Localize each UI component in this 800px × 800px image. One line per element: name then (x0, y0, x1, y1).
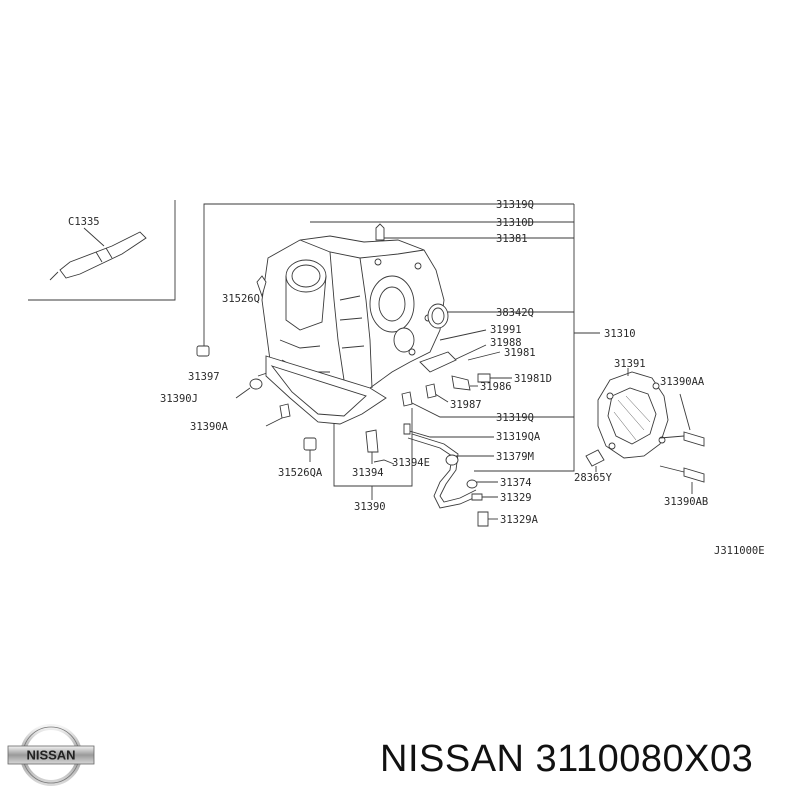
leader-31319q-top (203, 203, 574, 347)
sealant-inset: C1335 (28, 200, 176, 301)
part-number-caption: NISSAN 3110080X03 (380, 738, 754, 780)
label-31310d: 31310D (496, 217, 534, 229)
label-31988: 31988 (490, 337, 522, 349)
bolt-31394 (365, 429, 379, 453)
bolt-31319q-mid (401, 391, 413, 407)
label-31319qa: 31319QA (496, 431, 541, 443)
label-31390: 31390 (354, 501, 386, 513)
label-31986: 31986 (480, 381, 512, 393)
label-31987: 31987 (450, 399, 482, 411)
label-31526qa: 31526QA (278, 467, 323, 479)
rear-housing-31391 (597, 371, 669, 459)
union-31374 (466, 479, 478, 489)
label-31319q-mid: 31319Q (496, 412, 534, 424)
drawing-code: J311000E (714, 545, 765, 557)
label-31981d: 31981D (514, 373, 552, 385)
oil-pan (265, 355, 387, 425)
label-38342q: 38342Q (496, 307, 534, 319)
part-31394e (373, 459, 395, 465)
label-31391: 31391 (614, 358, 646, 370)
plug-31526qa (303, 437, 317, 451)
sensor-31986 (451, 375, 471, 391)
pin-28365y (585, 449, 605, 467)
bolt-31319q-top (196, 345, 210, 357)
nissan-logo: NISSAN (6, 724, 96, 786)
oring-38342q (427, 303, 449, 329)
leader-31319qa (405, 429, 494, 438)
label-31394: 31394 (352, 467, 384, 479)
leader-31390aa (679, 393, 691, 431)
bracket-31390 (333, 408, 413, 487)
label-c1335: C1335 (68, 216, 100, 228)
inset-frame (28, 200, 176, 301)
label-31397: 31397 (188, 371, 220, 383)
leader-31991 (439, 329, 487, 341)
leader-c1335 (83, 227, 105, 247)
logo-text: NISSAN (26, 748, 75, 763)
plug-31526q (256, 275, 267, 298)
label-31381: 31381 (496, 233, 528, 245)
bolt-31390ab (683, 467, 705, 483)
label-31329: 31329 (500, 492, 532, 504)
label-31394e: 31394E (392, 457, 430, 469)
bolt-31981d (477, 373, 491, 383)
label-31390ab: 31390AB (664, 496, 708, 508)
sealant-tube-icon (49, 231, 147, 281)
nissan-logo-icon: NISSAN (7, 724, 95, 786)
bolt-31381 (375, 223, 385, 241)
leader-31988 (453, 344, 487, 361)
oil-cooler-pipe-31379m (407, 433, 479, 509)
leader-31390j (235, 387, 251, 399)
label-31374: 31374 (500, 477, 532, 489)
transmission-case-31310 (261, 235, 445, 405)
main-bracket (474, 204, 575, 472)
bolt-31390aa (683, 431, 705, 447)
label-31319q-top: 31319Q (496, 199, 534, 211)
label-31379m: 31379M (496, 451, 534, 463)
label-31390a: 31390A (190, 421, 229, 433)
label-31991: 31991 (490, 324, 522, 336)
label-31526q: 31526Q (222, 293, 260, 305)
label-31310: 31310 (604, 328, 636, 340)
label-28365y: 28365Y (574, 472, 613, 484)
label-31981: 31981 (504, 347, 536, 359)
seal-31987 (425, 383, 437, 399)
leader-31390a (265, 417, 283, 427)
label-31390j: 31390J (160, 393, 198, 405)
washer-31329 (471, 493, 483, 501)
label-31329a: 31329A (500, 514, 539, 526)
leader-31981 (467, 351, 501, 361)
bolt-31390a (279, 403, 291, 419)
bolt-31329a (477, 511, 489, 527)
washer-31390j (249, 378, 263, 390)
leader-31319q-mid (409, 401, 574, 418)
label-31390aa: 31390AA (660, 376, 705, 388)
bracket-31988 (419, 351, 457, 373)
clip-31319qa (403, 423, 411, 435)
